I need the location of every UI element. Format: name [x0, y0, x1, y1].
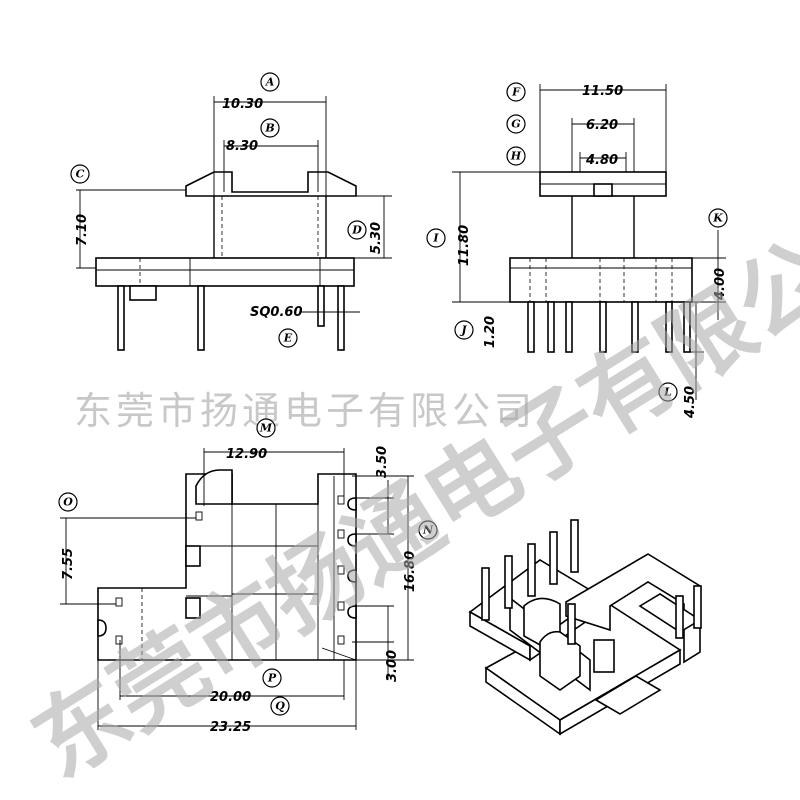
svg-text:J: J: [459, 324, 467, 337]
svg-text:F: F: [511, 86, 521, 99]
svg-text:B: B: [264, 122, 274, 135]
label-K: K: [708, 208, 728, 228]
dim-J-value: 1.20: [483, 316, 498, 348]
label-Q: Q: [270, 696, 290, 716]
bottom-view: [60, 448, 414, 730]
dim-B-value: 8.30: [226, 139, 258, 154]
label-O: O: [58, 492, 78, 512]
dim-E-value: SQ0.60: [250, 305, 303, 320]
dim-D-value: 5.30: [369, 222, 384, 254]
label-N: N: [418, 520, 438, 540]
svg-text:L: L: [663, 386, 672, 399]
label-P: P: [262, 668, 282, 688]
dim-O-value: 7.55: [61, 548, 76, 580]
svg-text:E: E: [283, 332, 293, 345]
svg-text:Q: Q: [275, 700, 285, 713]
svg-text:M: M: [259, 422, 273, 435]
label-H: H: [506, 146, 526, 166]
dim-P-value: 20.00: [210, 690, 251, 705]
dim-I-value: 11.80: [457, 225, 472, 266]
label-D: D: [347, 220, 367, 240]
dim-F-value: 11.50: [582, 84, 623, 99]
dim-R-value: 3.00: [385, 650, 400, 682]
label-L: L: [658, 382, 678, 402]
label-C: C: [70, 164, 90, 184]
svg-text:K: K: [712, 212, 723, 225]
dim-K-value: 4.00: [713, 268, 728, 301]
label-G: G: [506, 114, 526, 134]
side-view: [452, 84, 726, 400]
svg-text:H: H: [510, 150, 522, 163]
svg-text:G: G: [511, 118, 520, 131]
dim-C-value: 7.10: [75, 214, 90, 246]
svg-text:O: O: [63, 496, 73, 509]
dim-A-value: 10.30: [222, 97, 263, 112]
dim-Q-value: 23.25: [210, 720, 251, 735]
label-F: F: [506, 82, 526, 102]
label-A: A: [260, 72, 280, 92]
dim-M2-value: 3.50: [375, 446, 390, 478]
isometric-view: [468, 519, 702, 736]
label-E: E: [278, 328, 298, 348]
svg-text:P: P: [267, 672, 277, 685]
dim-N-value: 16.80: [403, 551, 418, 592]
dim-M-value: 12.90: [226, 447, 267, 462]
label-J: J: [454, 320, 474, 340]
label-I: I: [426, 228, 446, 248]
front-view: [76, 96, 392, 351]
label-M: M: [256, 418, 276, 438]
dim-L-value: 4.50: [683, 386, 698, 419]
svg-text:D: D: [351, 224, 362, 237]
label-B: B: [260, 118, 280, 138]
svg-text:C: C: [76, 168, 85, 181]
dim-G-value: 6.20: [586, 118, 618, 133]
svg-text:I: I: [432, 232, 439, 245]
svg-text:N: N: [422, 524, 434, 537]
dim-H-value: 4.80: [585, 153, 618, 168]
svg-text:A: A: [265, 76, 275, 89]
watermark-line: 东莞市扬通电子有限公司: [74, 389, 536, 433]
